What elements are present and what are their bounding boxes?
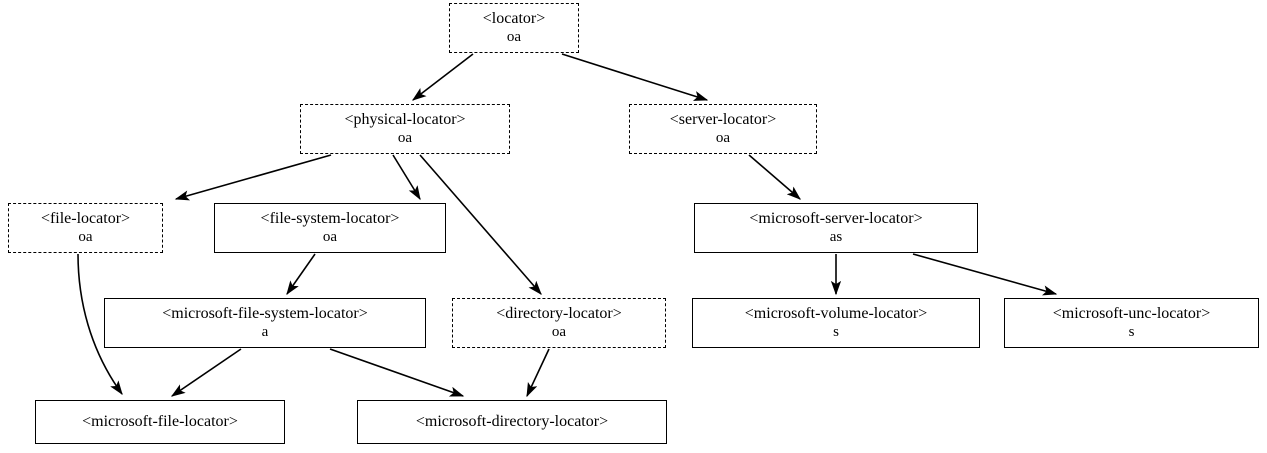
node-subtitle: oa [506, 28, 522, 45]
node-title: <locator> [482, 9, 546, 27]
node-microsoft-server-locator[interactable]: <microsoft-server-locator>as [694, 203, 978, 253]
edge-microsoft-file-system-locator-to-microsoft-file-locator [170, 348, 242, 397]
node-subtitle: s [833, 323, 839, 340]
node-title: <microsoft-server-locator> [749, 209, 923, 227]
node-title: <microsoft-directory-locator> [415, 412, 609, 430]
node-title: <file-locator> [40, 209, 131, 227]
edge-locator-to-physical-locator [411, 53, 474, 101]
node-title: <physical-locator> [344, 110, 466, 128]
node-title: <microsoft-unc-locator> [1052, 304, 1211, 322]
node-subtitle: oa [78, 228, 93, 245]
node-title: <directory-locator> [496, 304, 622, 322]
node-physical-locator[interactable]: <physical-locator>oa [300, 104, 510, 154]
edge-physical-locator-to-file-locator [174, 154, 332, 201]
node-subtitle: as [829, 228, 843, 245]
node-microsoft-file-system-locator[interactable]: <microsoft-file-system-locator>a [104, 298, 426, 348]
node-subtitle: a [261, 323, 269, 340]
edge-file-system-locator-to-microsoft-file-system-locator [286, 253, 316, 296]
edge-microsoft-file-system-locator-to-microsoft-directory-locator [329, 348, 465, 397]
node-title: <microsoft-file-system-locator> [162, 304, 368, 322]
node-title: <server-locator> [669, 110, 777, 128]
node-file-locator[interactable]: <file-locator>oa [8, 203, 163, 253]
node-subtitle: oa [322, 228, 338, 245]
edge-server-locator-to-microsoft-server-locator [748, 154, 801, 200]
node-directory-locator[interactable]: <directory-locator>oa [452, 298, 666, 348]
edge-directory-locator-to-microsoft-directory-locator [526, 348, 550, 398]
node-title: <microsoft-file-locator> [82, 412, 238, 430]
node-server-locator[interactable]: <server-locator>oa [629, 104, 817, 154]
node-locator[interactable]: <locator>oa [449, 3, 579, 53]
node-title: <file-system-locator> [260, 209, 400, 227]
node-subtitle: oa [715, 129, 731, 146]
node-subtitle: oa [397, 129, 413, 146]
edge-locator-to-server-locator [561, 53, 709, 101]
node-microsoft-file-locator[interactable]: <microsoft-file-locator> [35, 400, 285, 444]
node-file-system-locator[interactable]: <file-system-locator>oa [214, 203, 446, 253]
node-microsoft-directory-locator[interactable]: <microsoft-directory-locator> [357, 400, 667, 444]
node-subtitle: oa [551, 323, 567, 340]
node-subtitle: s [1128, 323, 1135, 340]
node-microsoft-unc-locator[interactable]: <microsoft-unc-locator>s [1004, 298, 1259, 348]
edge-microsoft-server-locator-to-microsoft-unc-locator [912, 253, 1058, 296]
node-title: <microsoft-volume-locator> [744, 304, 928, 322]
node-microsoft-volume-locator[interactable]: <microsoft-volume-locator>s [692, 298, 980, 348]
edge-physical-locator-to-file-system-locator [392, 154, 421, 201]
